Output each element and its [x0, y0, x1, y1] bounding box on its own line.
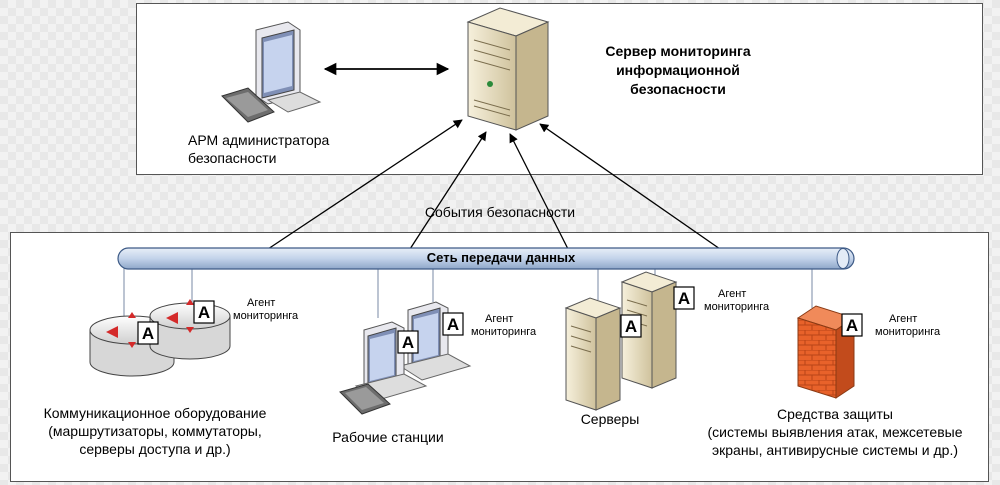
agent-badge: A: [397, 330, 419, 354]
agent-label-line: мониторинга: [704, 301, 770, 313]
agent-label-line: мониторинга: [471, 326, 537, 338]
monitoring-server-icon: [466, 7, 550, 131]
server-icon: [564, 297, 622, 411]
network-label: Сеть передачи данных: [426, 250, 576, 265]
event-arrow-workstations: [409, 131, 487, 250]
security-event-arrows: [267, 62, 721, 250]
group-label-line: серверы доступа и др.): [79, 441, 231, 457]
agent-label: Агент мониторинга: [471, 313, 561, 339]
agent-badge: A: [841, 313, 863, 337]
communication-equipment-label: Коммуникационное оборудование (маршрутиз…: [20, 404, 290, 458]
agent-label: Агент мониторинга: [875, 313, 965, 339]
agent-badge-letter: A: [846, 316, 858, 335]
admin-workstation-label: АРМ администратора безопасности: [188, 131, 358, 167]
group-label-line: (маршрутизаторы, коммутаторы,: [48, 423, 262, 439]
agent-label: Агент мониторинга: [233, 297, 323, 323]
agent-badge: A: [193, 300, 215, 324]
security-events-label: События безопасности: [424, 204, 576, 220]
group-label-line: экраны, антивирусные системы и др.): [711, 442, 959, 458]
network-drop-lines: [123, 268, 813, 325]
agent-badge-letter: A: [447, 315, 459, 334]
router-icon: [149, 299, 231, 360]
monitoring-server-title-line: Сервер мониторинга: [605, 43, 751, 59]
monitoring-server-title-line: информационной: [616, 62, 740, 78]
agent-label-line: мониторинга: [233, 310, 299, 322]
workstation-icon: [398, 301, 472, 381]
admin-workstation-label-line: безопасности: [188, 150, 277, 166]
protection-tools-label: Средства защиты (системы выявления атак,…: [690, 405, 980, 459]
agent-label-line: Агент: [485, 313, 514, 325]
group-label-line: Средства защиты: [777, 406, 893, 422]
agent-badge-letter: A: [625, 317, 637, 336]
monitoring-server-title: Сервер мониторинга информационной безопа…: [578, 42, 778, 99]
agent-badge: A: [137, 321, 159, 345]
group-label-line: (системы выявления атак, межсетевые: [707, 424, 963, 440]
admin-workstation-icon: [221, 21, 322, 123]
event-arrow-servers: [509, 133, 569, 250]
agent-label-line: Агент: [718, 288, 747, 300]
admin-workstation-label-line: АРМ администратора: [188, 132, 330, 148]
agent-badge-letter: A: [402, 333, 414, 352]
agent-badge: A: [620, 314, 642, 338]
workstations-label: Рабочие станции: [332, 429, 444, 445]
agent-badge-letter: A: [678, 289, 690, 308]
agent-badge: A: [673, 286, 695, 310]
agent-label-line: Агент: [247, 297, 276, 309]
servers-label: Серверы: [580, 411, 640, 427]
data-network-pipe: [117, 247, 855, 270]
agent-label-line: Агент: [889, 313, 918, 325]
agent-badge-letter: A: [142, 324, 154, 343]
monitoring-server-title-line: безопасности: [630, 81, 726, 97]
event-arrow-communication: [267, 119, 463, 250]
agent-badge-letter: A: [198, 303, 210, 322]
agent-label-line: мониторинга: [875, 326, 941, 338]
firewall-icon: [796, 305, 856, 399]
group-label-line: Коммуникационное оборудование: [43, 405, 267, 421]
workstation-icon: [339, 321, 428, 415]
agent-badge: A: [442, 312, 464, 336]
event-arrow-protection: [539, 123, 721, 250]
agent-label: Агент мониторинга: [704, 288, 794, 314]
